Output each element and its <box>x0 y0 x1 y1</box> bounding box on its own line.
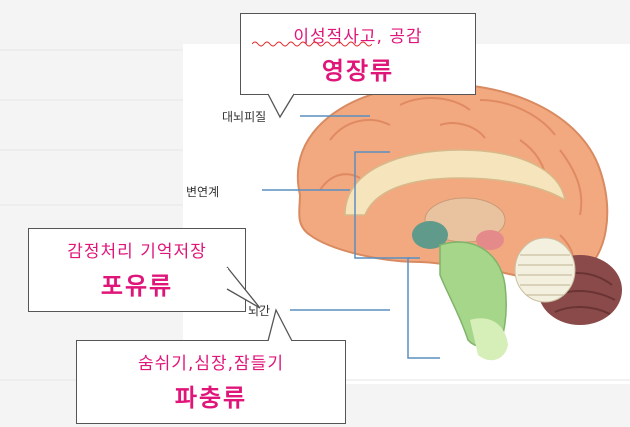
callout-reptilian: 숨쉬기,심장,잠들기 파충류 <box>76 340 346 424</box>
callout-reptilian-function: 숨쉬기,심장,잠들기 <box>77 349 345 374</box>
callout-neocortex-class: 영장류 <box>241 51 475 86</box>
callout-limbic-tail <box>226 263 266 313</box>
callout-reptilian-tail <box>262 308 302 342</box>
callout-neocortex: 이성적사고, 공감 영장류 <box>240 13 476 95</box>
label-limbic-system: 변연계 <box>186 183 219 200</box>
label-cerebral-cortex: 대뇌피질 <box>222 108 266 125</box>
spellcheck-underline <box>252 40 372 48</box>
callout-limbic-function: 감정처리 기억저장 <box>29 237 245 262</box>
callout-limbic: 감정처리 기억저장 포유류 <box>28 228 246 312</box>
callout-neocortex-tail <box>266 93 306 133</box>
callout-reptilian-class: 파충류 <box>77 378 345 413</box>
callout-limbic-class: 포유류 <box>29 266 245 301</box>
pons <box>515 238 575 302</box>
